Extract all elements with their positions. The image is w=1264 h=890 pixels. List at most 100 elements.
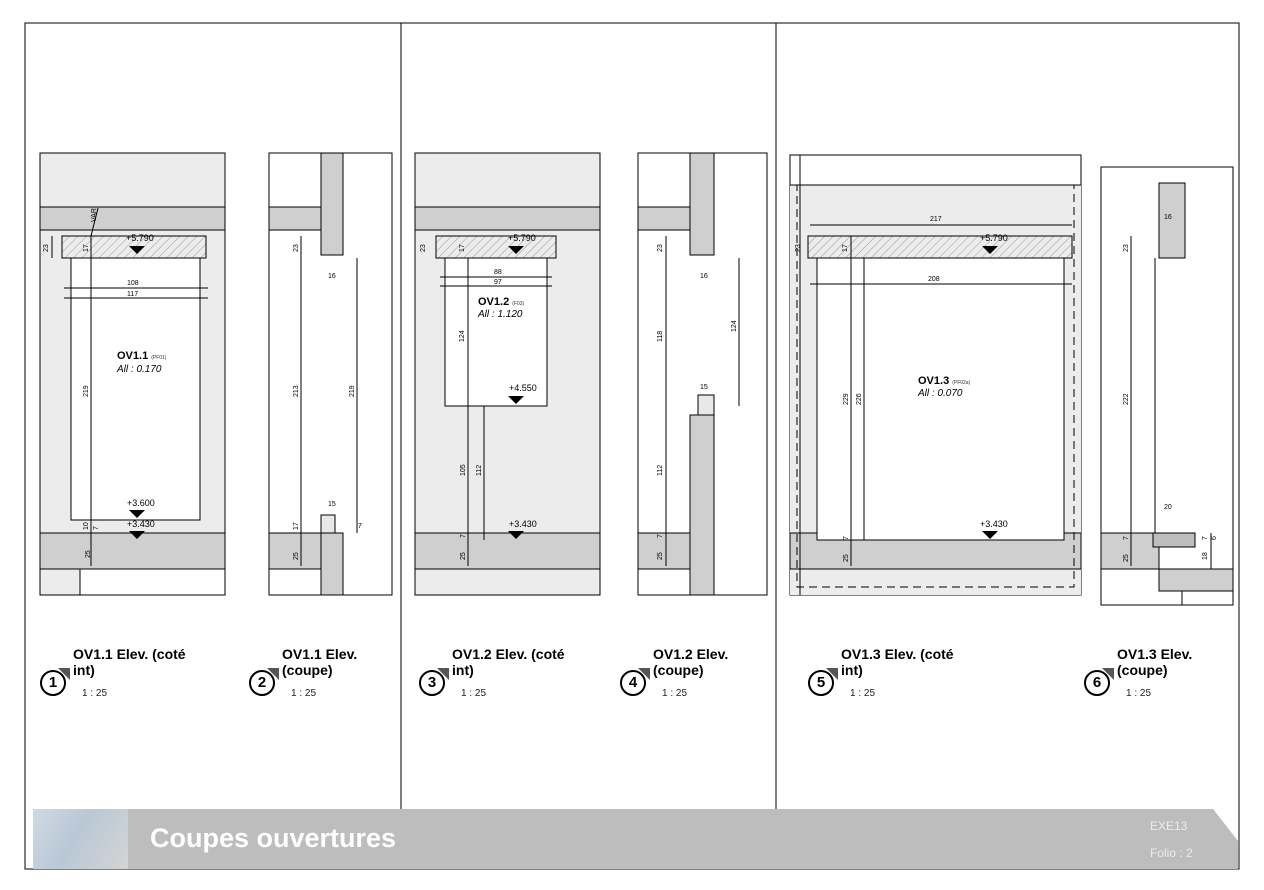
level-floor: +3.430 [127, 519, 155, 529]
sill-section [320, 514, 336, 534]
view-label-5: 5 OV1.3 Elev. (coté int) 1 : 25 [808, 646, 1008, 716]
level-floor: +3.430 [980, 519, 1008, 529]
view-tag-icon [638, 668, 650, 680]
view-4-drawing: 23 16 118 124 15 112 7 25 [637, 152, 768, 596]
dim-label: 118 [657, 331, 664, 342]
view-3-drawing: 23 17 88 97 124 105 112 7 25 [414, 152, 601, 596]
wall-section [689, 152, 715, 256]
dim-label: 7 [657, 534, 664, 538]
dim-label: 17 [293, 522, 300, 530]
opening-name: OV1.3(PF02a) [918, 375, 971, 387]
opening-allege: All : 1.120 [478, 309, 523, 320]
hidden-outline [796, 184, 1075, 588]
view-scale: 1 : 25 [662, 688, 688, 699]
view-label-6: 6 OV1.3 Elev. (coupe) 1 : 25 [1084, 646, 1264, 716]
level-marker [982, 531, 998, 539]
opening-outline [444, 257, 548, 407]
sheet-code: EXE13 [1150, 819, 1188, 833]
var-label: VAR [91, 208, 98, 222]
dim-label: 226 [856, 393, 863, 405]
slab-band [39, 206, 226, 231]
dim-label: 108 [127, 280, 139, 287]
dim-label: 7 [843, 536, 850, 540]
wall-section [320, 152, 344, 256]
dim-label: 15 [328, 501, 336, 508]
level-top: +5.790 [126, 233, 154, 243]
slab-band [414, 532, 601, 570]
view-tag-icon [58, 668, 70, 680]
dim-label: 217 [930, 216, 942, 223]
view-title: OV1.2 Elev. (coupe) [653, 646, 729, 678]
wall-section [1158, 182, 1186, 259]
level-marker [508, 531, 524, 539]
view-title: OV1.1 Elev. (coté int) [73, 646, 186, 678]
lintel [435, 235, 557, 259]
view-label-2: 2 OV1.1 Elev. (coupe) 1 : 25 [249, 646, 449, 716]
opening-outline [816, 257, 1065, 541]
dim-label: 97 [494, 279, 502, 286]
slab-section [637, 206, 691, 231]
view-label-3: 3 OV1.2 Elev. (coté int) 1 : 25 [419, 646, 619, 716]
dim-label: 16 [700, 273, 708, 280]
dim-label: 105 [460, 464, 467, 476]
view-scale: 1 : 25 [82, 688, 108, 699]
dim-label: 229 [843, 393, 850, 405]
view-title: OV1.1 Elev. (coupe) [282, 646, 358, 678]
level-marker [508, 246, 524, 254]
slab-band [414, 206, 601, 231]
view-tag-icon [826, 668, 838, 680]
level-bottom: +4.550 [509, 383, 537, 393]
dim-label: 25 [1123, 554, 1130, 562]
view-tag-icon [437, 668, 449, 680]
view-tag-icon [1102, 668, 1114, 680]
foundation-block [1181, 590, 1234, 606]
foundation-block [79, 568, 226, 596]
dim-label: 18 [1202, 552, 1209, 560]
opening-outline [70, 257, 201, 521]
view-label-4: 4 OV1.2 Elev. (coupe) 1 : 25 [620, 646, 820, 716]
leader-line [90, 207, 99, 237]
dim-label: 15 [700, 384, 708, 391]
view-scale: 1 : 25 [461, 688, 487, 699]
view-tag-icon [267, 668, 279, 680]
dim-label: 112 [476, 465, 483, 476]
sheet-folio: Folio : 2 [1150, 846, 1193, 860]
dim-label: 25 [85, 550, 92, 558]
dim-label: 213 [293, 385, 300, 397]
level-top: +5.790 [980, 233, 1008, 243]
wall-section [320, 532, 344, 596]
wall-section [1158, 568, 1234, 592]
sheet-title: Coupes ouvertures [150, 823, 397, 853]
opening-allege: All : 0.170 [117, 364, 162, 375]
dim-label: 17 [459, 244, 466, 252]
view-title: OV1.3 Elev. (coupe) [1117, 646, 1193, 678]
view-1-drawing: 23 17 108 117 219 7 10 25 VAR [39, 152, 226, 596]
title-block: Coupes ouvertures EXE13 Folio : 2 [33, 809, 1238, 869]
dim-label: 25 [293, 552, 300, 560]
dim-label: 16 [1164, 214, 1172, 221]
dim-label: 208 [928, 276, 940, 283]
dim-label: 25 [460, 552, 467, 560]
dim-label: 7 [1202, 536, 1209, 540]
dim-label: 219 [349, 385, 356, 397]
view-number: 5 [808, 670, 834, 696]
dim-label: 16 [328, 273, 336, 280]
dim-label: 124 [459, 330, 466, 342]
sill-section [1152, 532, 1196, 548]
dim-label: 23 [657, 244, 664, 252]
view-scale: 1 : 25 [850, 688, 876, 699]
dim-label: 17 [83, 244, 90, 252]
dim-label: 25 [657, 552, 664, 560]
dim-label: 23 [1123, 244, 1130, 252]
view-6-drawing: 16 23 222 20 7 25 18 7 6 [1100, 166, 1234, 606]
dim-label: 6 [1211, 536, 1218, 540]
logo [33, 809, 128, 869]
level-marker [508, 396, 524, 404]
dim-label: 10 [83, 522, 90, 530]
dim-label: 7 [1123, 536, 1130, 540]
dim-label: 20 [1164, 504, 1172, 511]
level-bottom: +3.600 [127, 498, 155, 508]
opening-name: OV1.1(PF01) [117, 350, 167, 362]
